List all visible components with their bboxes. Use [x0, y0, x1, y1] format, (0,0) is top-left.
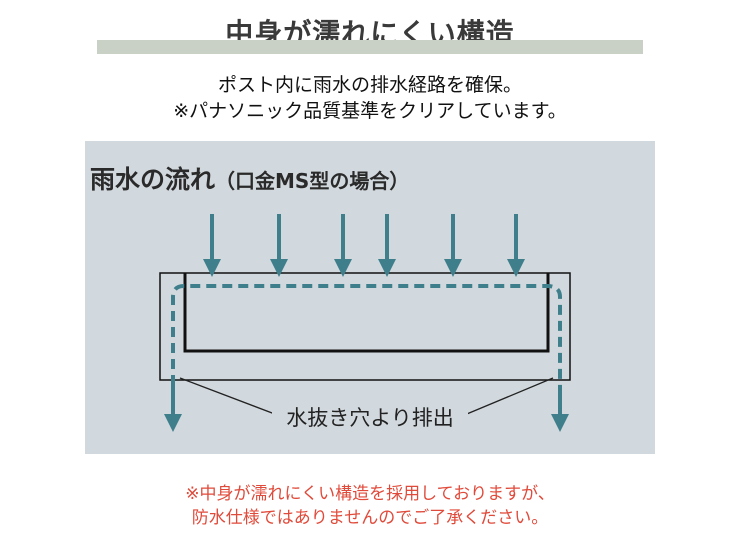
notice-line-1: ※中身が濡れにくい構造を採用しておりますが、	[185, 484, 555, 504]
diagram-heading-sub: （口金MS型の場合）	[215, 169, 410, 193]
subtitle: ポスト内に雨水の排水経路を確保。 ※パナソニック品質基準をクリアしています。	[0, 72, 740, 124]
callout-leader-left	[179, 377, 281, 417]
mailbox-inner-compartment	[183, 273, 550, 353]
drain-arrow-icon	[164, 385, 182, 432]
rain-arrow-icon	[507, 214, 525, 277]
drain-arrow-icon	[551, 385, 569, 432]
rain-arrow-icon	[203, 214, 221, 277]
subtitle-line-1: ポスト内に雨水の排水経路を確保。	[217, 74, 522, 96]
diagram-heading: 雨水の流れ（口金MS型の場合）	[90, 160, 409, 196]
notice-line-2: 防水仕様ではありませんのでご了承ください。	[191, 508, 549, 528]
water-flow-path	[171, 284, 562, 385]
waterproof-notice: ※中身が濡れにくい構造を採用しておりますが、 防水仕様ではありませんのでご了承く…	[0, 482, 740, 530]
rain-arrows	[203, 214, 525, 277]
rain-arrow-icon	[270, 214, 288, 277]
subtitle-line-2: ※パナソニック品質基準をクリアしています。	[173, 100, 567, 122]
drain-hole-label: 水抜き穴より排出	[272, 402, 468, 432]
title-underline-bar	[97, 40, 643, 54]
mailbox-outer-frame	[159, 272, 571, 381]
rain-arrow-icon	[378, 214, 396, 277]
rain-arrow-icon	[334, 214, 352, 277]
callout-leader-right	[461, 377, 554, 417]
diagram-heading-main: 雨水の流れ	[90, 165, 216, 194]
rain-arrow-icon	[444, 214, 462, 277]
